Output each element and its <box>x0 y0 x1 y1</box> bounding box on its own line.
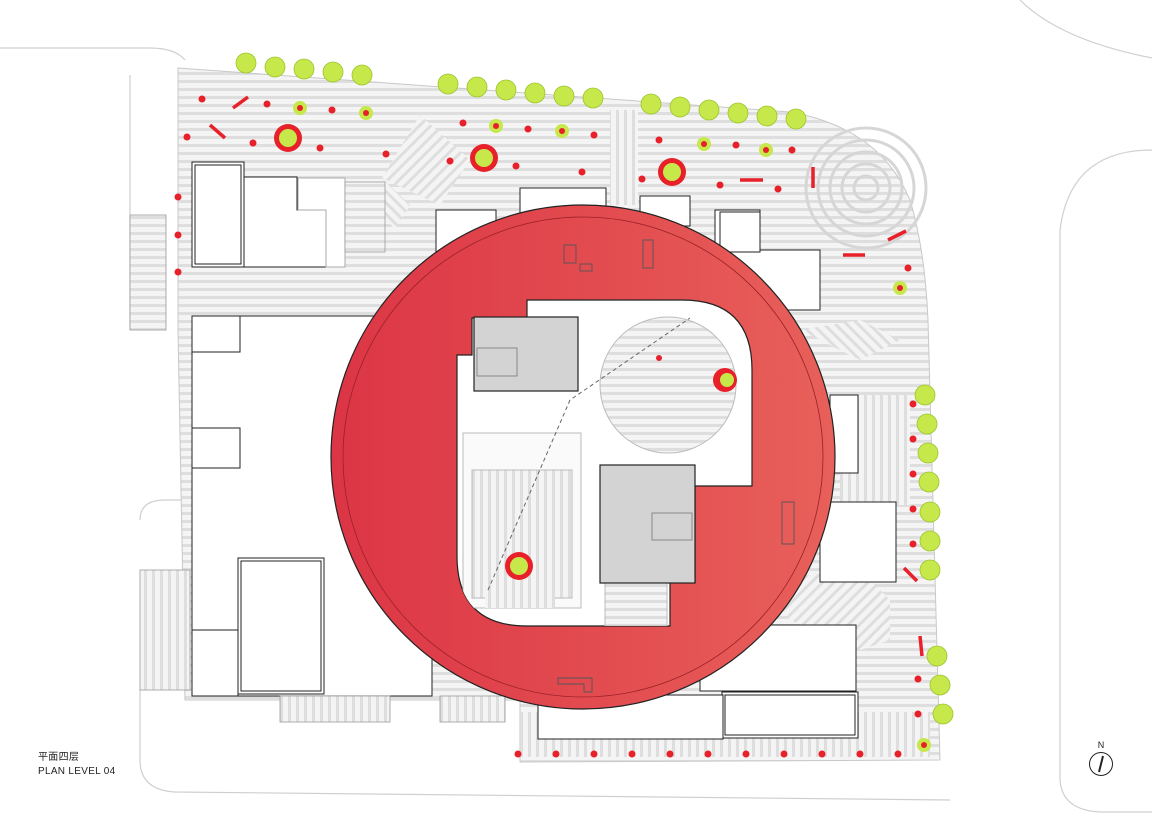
trees <box>235 52 954 725</box>
tree-icon <box>916 413 938 435</box>
bollards <box>174 95 922 758</box>
shrub-icon <box>697 137 711 151</box>
planter-icon <box>658 158 686 186</box>
tree-icon <box>553 85 575 107</box>
tree-icon <box>932 703 954 725</box>
tree-icon <box>926 645 948 667</box>
tree-icon <box>929 674 951 696</box>
shrub-icon <box>759 143 773 157</box>
tree-icon <box>466 76 488 98</box>
building-footprints <box>191 161 897 740</box>
shrub-icon <box>293 101 307 115</box>
planters <box>274 124 737 580</box>
tree-icon <box>640 93 662 115</box>
tree-icon <box>351 64 373 86</box>
roof-blocks <box>473 316 696 584</box>
tree-icon <box>919 501 941 523</box>
tree-icon <box>785 108 807 130</box>
planter-icon <box>713 368 737 392</box>
tree-icon <box>582 87 604 109</box>
shrub-icon <box>893 281 907 295</box>
planter-icon <box>274 124 302 152</box>
stairs <box>129 181 506 723</box>
planter-icon <box>505 552 533 580</box>
north-arrow-icon <box>1089 752 1113 776</box>
north-label: N <box>1097 740 1105 750</box>
shrub-icon <box>917 738 931 752</box>
tree-icon <box>756 105 778 127</box>
north-arrow: N <box>1086 740 1116 780</box>
tree-icon <box>235 52 257 74</box>
tree-icon <box>698 99 720 121</box>
courtyard-round-terrace <box>599 316 737 454</box>
tree-icon <box>669 96 691 118</box>
shrubs <box>293 101 931 752</box>
tree-icon <box>322 61 344 83</box>
tree-icon <box>437 73 459 95</box>
courtyard-walk-path <box>487 317 691 591</box>
tree-icon <box>524 82 546 104</box>
ring-inner-line <box>342 216 824 698</box>
drawing-caption: 平面四层 PLAN LEVEL 04 <box>38 751 115 779</box>
drawing-title-en: PLAN LEVEL 04 <box>38 766 116 777</box>
tree-icon <box>293 58 315 80</box>
shrub-icon <box>555 124 569 138</box>
tree-icon <box>917 442 939 464</box>
tree-icon <box>919 559 941 581</box>
concentric-plaza <box>804 126 928 250</box>
tree-icon <box>727 102 749 124</box>
tree-icon <box>495 79 517 101</box>
shrub-icon <box>359 106 373 120</box>
tree-icon <box>919 530 941 552</box>
tree-icon <box>264 56 286 78</box>
drawing-title-cn: 平面四层 <box>38 752 80 763</box>
planter-icon <box>470 144 498 172</box>
tree-icon <box>918 471 940 493</box>
ring-roof-hatches <box>557 239 795 693</box>
benches <box>208 95 924 657</box>
shrub-icon <box>489 119 503 133</box>
tree-icon <box>914 384 936 406</box>
diagonal-paving <box>380 115 900 650</box>
